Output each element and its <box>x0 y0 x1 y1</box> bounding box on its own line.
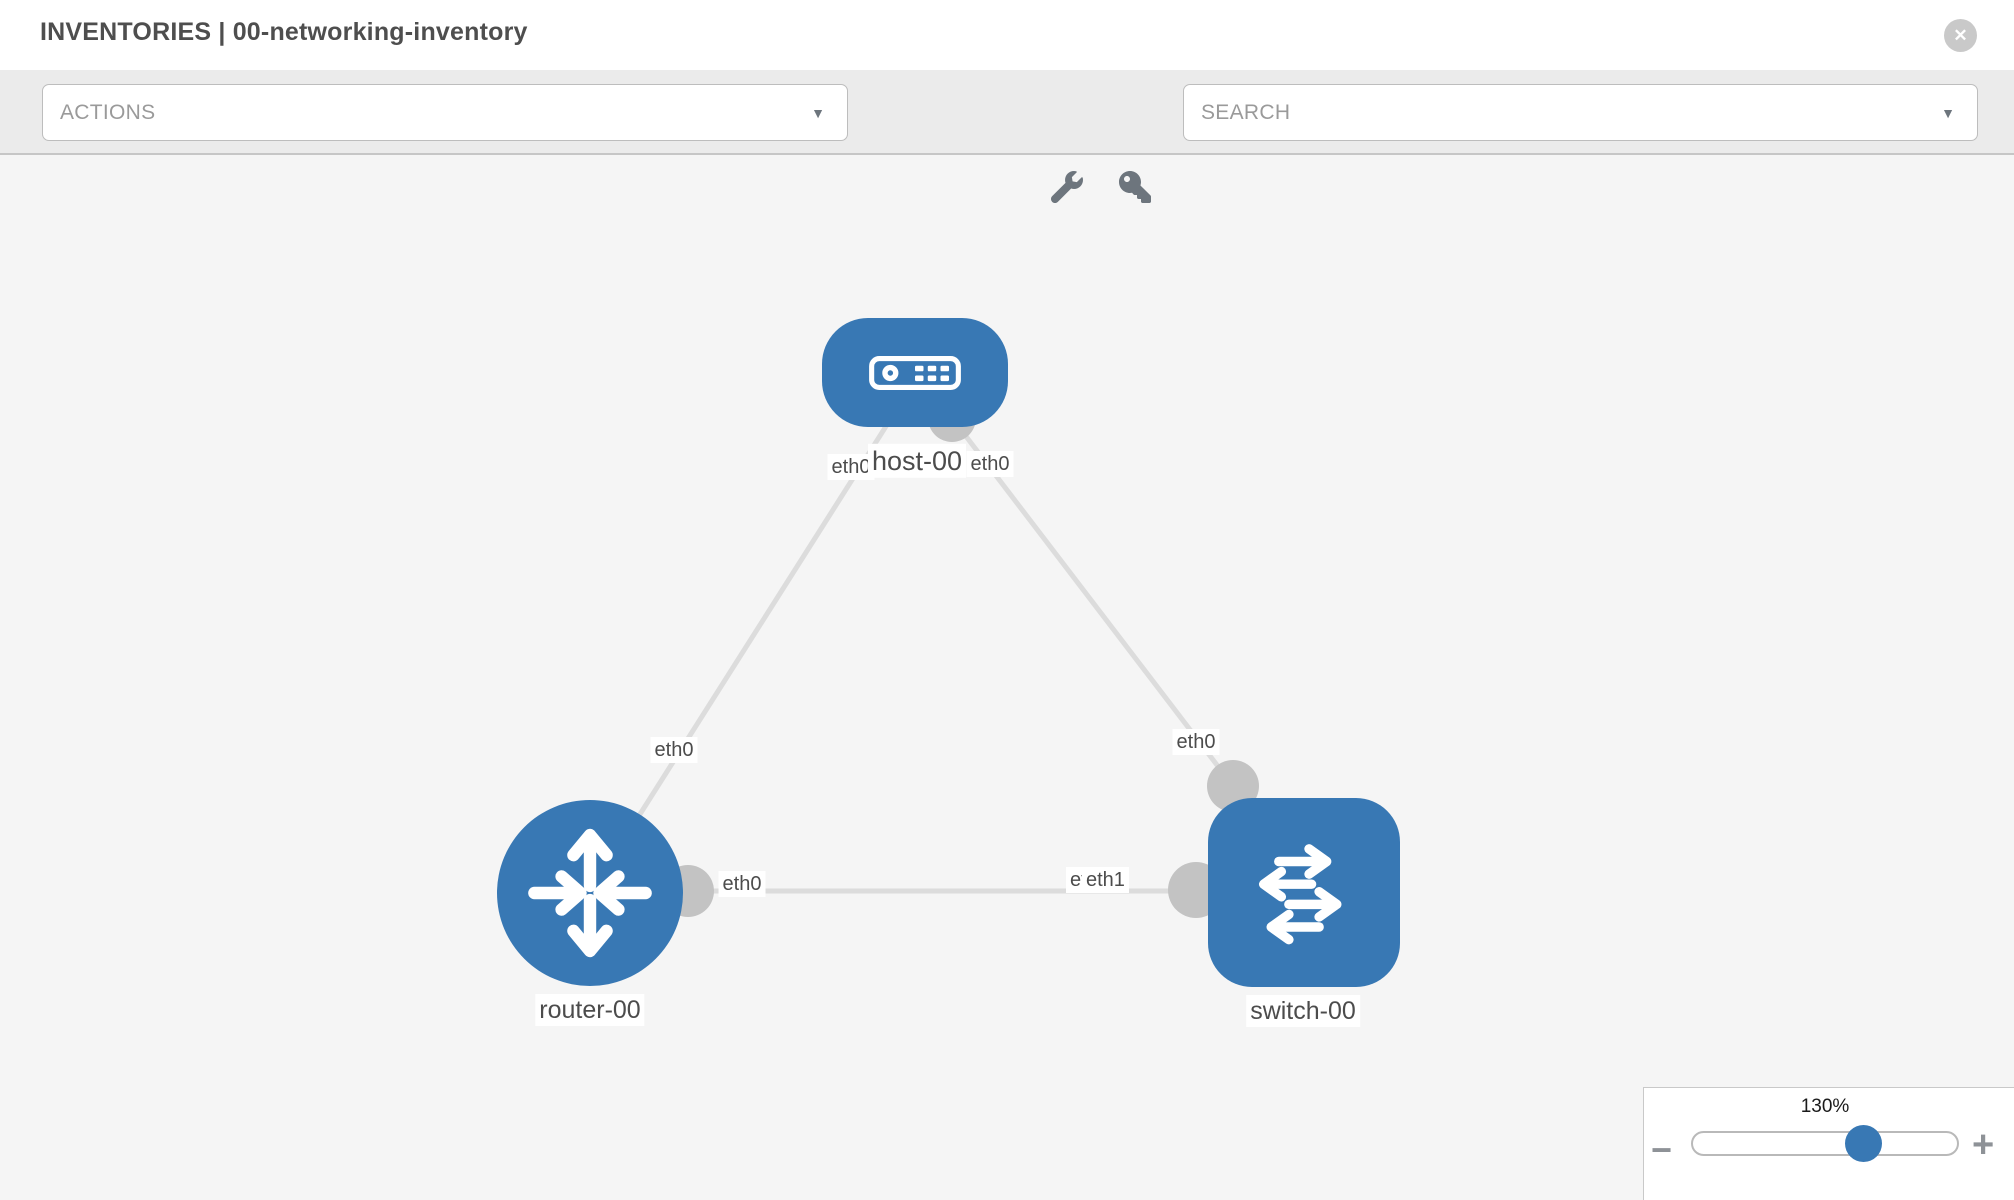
server-icon <box>869 355 961 390</box>
node-label-switch: switch-00 <box>1246 995 1360 1027</box>
switch-arrows-icon <box>1258 843 1342 944</box>
key-icon <box>1119 171 1151 203</box>
search-dropdown-label: SEARCH <box>1201 100 1291 124</box>
iface-label: eth0 <box>1172 729 1220 755</box>
configure-button[interactable] <box>1050 171 1083 204</box>
node-router-00[interactable] <box>497 800 683 986</box>
header: INVENTORIES | 00-networking-inventory ✕ <box>0 0 2014 70</box>
node-label-host: host-00 <box>867 443 967 479</box>
caret-down-icon: ▼ <box>1941 104 1955 121</box>
wrench-icon <box>1050 171 1083 204</box>
iface-label: eth1 <box>1082 867 1129 893</box>
actions-dropdown[interactable]: ACTIONS ▼ <box>42 84 848 141</box>
iface-label: eth0 <box>827 454 875 480</box>
zoom-control-panel: 130% − + <box>1643 1087 2014 1200</box>
iface-label: eth0 <box>718 871 766 897</box>
zoom-slider-track[interactable] <box>1691 1131 1959 1156</box>
zoom-slider-thumb[interactable] <box>1845 1125 1882 1162</box>
actions-dropdown-label: ACTIONS <box>60 100 156 124</box>
zoom-out-button[interactable]: − <box>1651 1129 1673 1170</box>
node-label-router: router-00 <box>535 994 645 1026</box>
caret-down-icon: ▼ <box>811 104 825 121</box>
zoom-level-readout: 130% <box>1800 1096 1850 1117</box>
search-dropdown[interactable]: SEARCH ▼ <box>1183 84 1978 141</box>
iface-label: eth0 <box>966 451 1014 477</box>
topology-links-layer <box>587 394 1259 918</box>
page-title: INVENTORIES | 00-networking-inventory <box>40 18 528 46</box>
link-host-switch[interactable] <box>950 416 1235 788</box>
iface-label: eth0 <box>650 737 698 763</box>
node-host-00[interactable] <box>822 318 1008 427</box>
router-arrows-icon <box>528 828 652 958</box>
close-icon[interactable]: ✕ <box>1944 19 1977 52</box>
toolbar: ACTIONS ▼ SEARCH ▼ <box>0 70 2014 204</box>
topology-canvas[interactable]: eth0 eth0 eth0 eth0 eth0 eth0 eth1 host-… <box>0 157 2014 1200</box>
node-switch-00[interactable] <box>1208 798 1400 987</box>
key-button[interactable] <box>1119 171 1151 203</box>
zoom-in-button[interactable]: + <box>1972 1124 1995 1166</box>
